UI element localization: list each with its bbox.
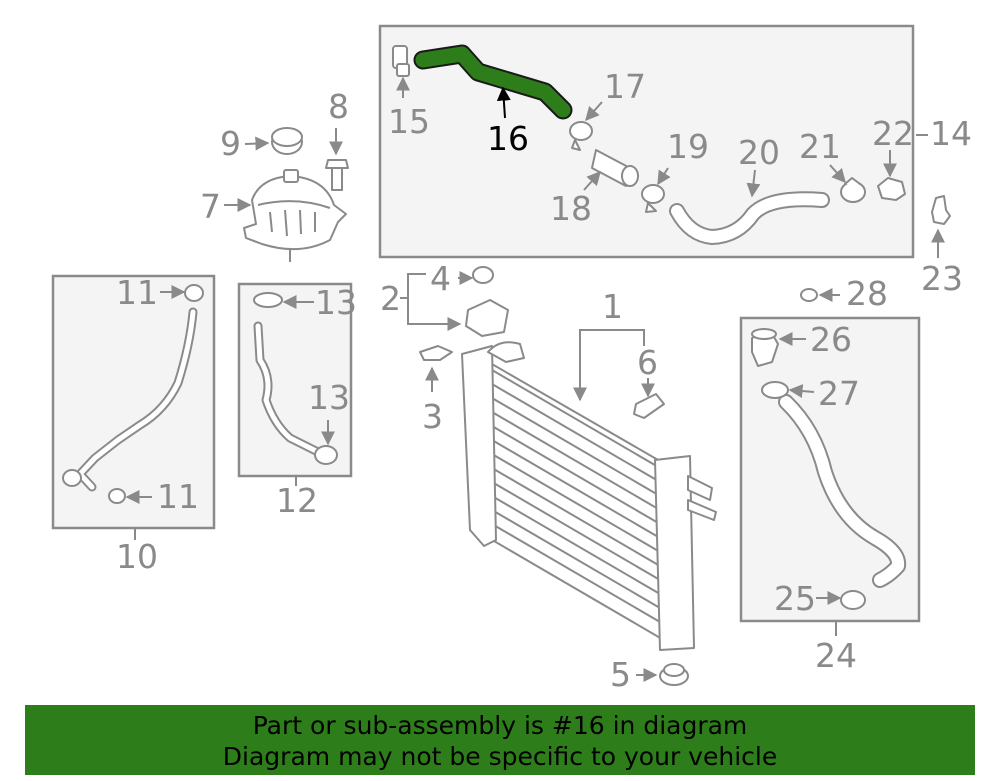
part-17-clamp[interactable] — [569, 121, 593, 151]
label-20: 20 — [738, 133, 780, 172]
label-2: 2 — [380, 279, 401, 318]
label-7: 7 — [200, 187, 221, 226]
label-9: 9 — [220, 124, 241, 163]
label-4: 4 — [430, 259, 451, 298]
label-14: 14 — [930, 114, 972, 153]
part-2-bracket[interactable] — [465, 299, 509, 337]
label-10: 10 — [116, 537, 158, 576]
label-5: 5 — [610, 655, 631, 694]
part-18-connector[interactable] — [591, 149, 639, 187]
part-4-clip[interactable] — [472, 266, 494, 284]
label-8: 8 — [328, 87, 349, 126]
part-25-clamp[interactable] — [840, 590, 866, 610]
part-26-connector[interactable] — [751, 328, 779, 367]
callout-labels: 15 16 17 18 19 20 21 22 14 23 9 8 7 11 1… — [116, 67, 972, 694]
part-23-bracket[interactable] — [931, 195, 951, 225]
part-20-hose[interactable] — [669, 191, 830, 245]
part-10-hose[interactable] — [62, 307, 198, 492]
label-28: 28 — [846, 274, 888, 313]
label-11-top: 11 — [116, 273, 158, 312]
part-5-mount[interactable] — [659, 663, 689, 686]
part-11-clamp-bottom[interactable] — [108, 488, 126, 504]
label-23: 23 — [921, 259, 963, 298]
label-6: 6 — [637, 343, 658, 382]
part-13-clamp-bottom[interactable] — [314, 445, 338, 465]
part-8-bolt[interactable] — [325, 159, 349, 191]
label-24: 24 — [815, 636, 857, 675]
label-22: 22 — [872, 114, 914, 153]
part-12-hose[interactable] — [253, 321, 323, 457]
label-1: 1 — [602, 287, 623, 326]
label-17: 17 — [604, 67, 646, 106]
label-18: 18 — [550, 189, 592, 228]
part-28-clip[interactable] — [800, 288, 818, 302]
label-15: 15 — [388, 102, 430, 141]
label-26: 26 — [810, 320, 852, 359]
parts-diagram: 15 16 17 18 19 20 21 22 14 23 9 8 7 11 1… — [51, 24, 972, 694]
part-3-bolt[interactable] — [419, 345, 453, 361]
hose-10-box — [51, 274, 216, 530]
part-9-cap[interactable] — [271, 127, 303, 155]
label-19: 19 — [667, 127, 709, 166]
part-24-hose[interactable] — [778, 394, 907, 588]
part-21-clamp[interactable] — [840, 177, 866, 203]
part-7-reservoir[interactable] — [243, 169, 347, 262]
label-3: 3 — [422, 397, 443, 436]
part-22-clamp[interactable] — [877, 177, 906, 201]
label-16: 16 — [487, 119, 529, 158]
part-15-sensor[interactable] — [392, 45, 410, 77]
part-13-clamp-top[interactable] — [253, 292, 283, 308]
label-13-bottom: 13 — [308, 378, 350, 417]
banner-line-1: Part or sub-assembly is #16 in diagram — [252, 711, 748, 740]
label-11-bottom: 11 — [157, 477, 199, 516]
label-13-top: 13 — [315, 283, 357, 322]
leader-lines — [125, 76, 945, 682]
part-19-clamp[interactable] — [641, 184, 665, 213]
part-16-upper-hose[interactable] — [413, 44, 573, 120]
banner-line-2: Diagram may not be specific to your vehi… — [222, 742, 778, 771]
label-12: 12 — [276, 481, 318, 520]
label-27: 27 — [818, 374, 860, 413]
part-11-clamp-top[interactable] — [184, 284, 204, 302]
info-banner: Part or sub-assembly is #16 in diagram D… — [25, 705, 975, 775]
label-21: 21 — [799, 127, 841, 166]
part-1-radiator[interactable] — [461, 341, 717, 651]
part-27-clamp[interactable] — [761, 381, 789, 399]
label-25: 25 — [774, 579, 816, 618]
part-6-sensor[interactable] — [633, 393, 665, 419]
